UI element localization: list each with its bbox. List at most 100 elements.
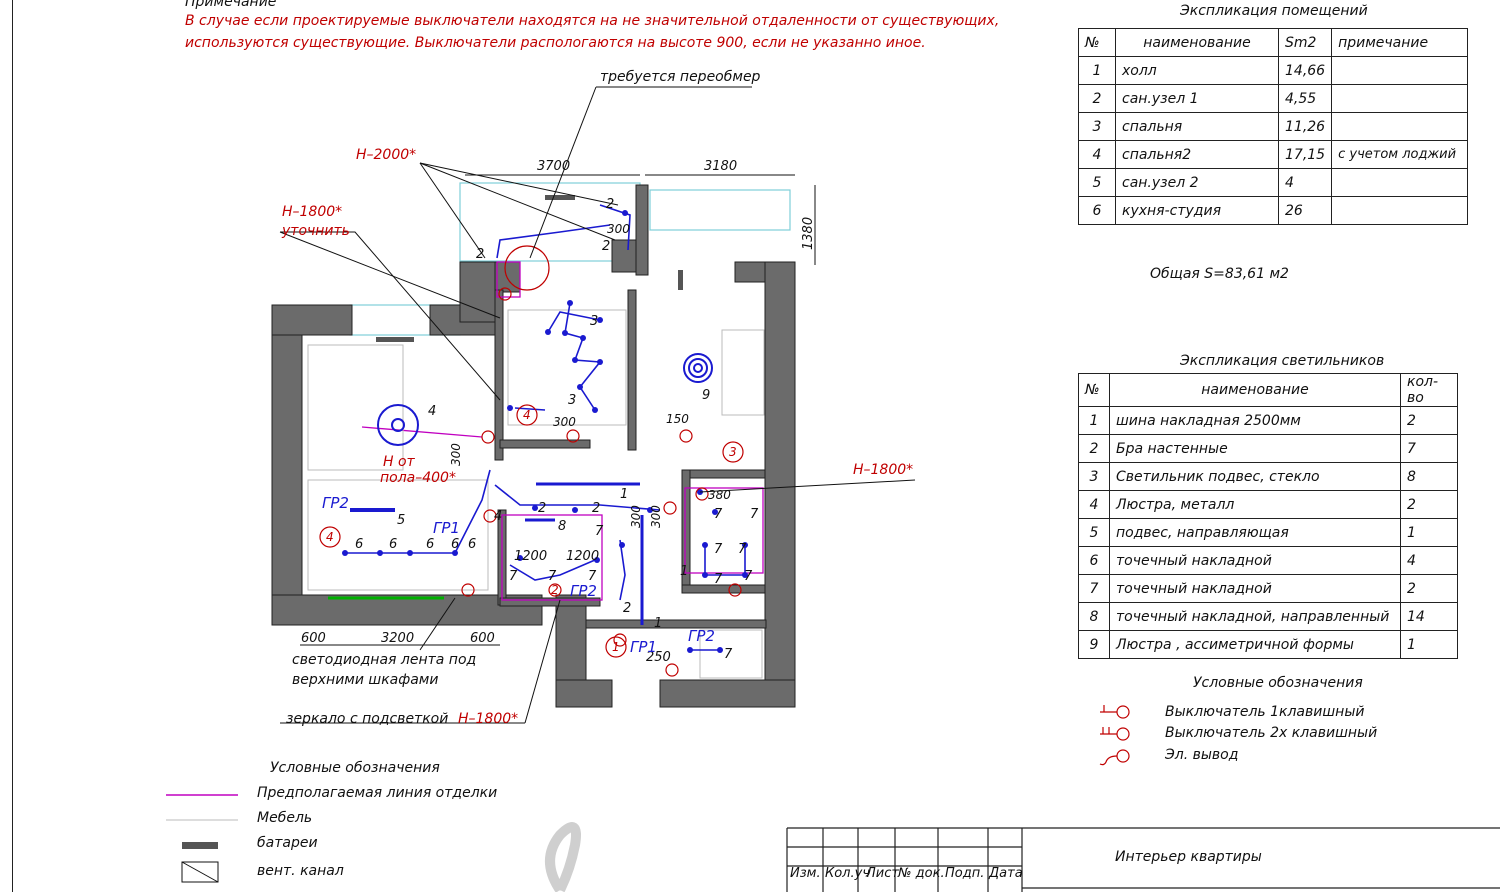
fixture-number: 6 [426,537,434,552]
switches [319,245,744,677]
notes-title: Примечание [185,0,277,10]
dim-3180: 3180 [704,159,737,174]
rooms-table-title: Экспликация помещений [1180,3,1368,19]
table-cell: 5 [1078,518,1110,547]
table-cell: точечный накладной [1109,546,1401,575]
tb-col-podp: Подп. [945,866,985,881]
fixtures-table-title: Экспликация светильников [1180,353,1385,369]
label-led-1: светодиодная лента под [292,652,476,668]
table-cell: сан.узел 1 [1115,84,1279,113]
fixture-number: 6 [468,537,476,552]
table-header: примечание [1331,28,1468,57]
dim-300-b: 300 [553,415,576,429]
label-gr1-b: ГР1 [630,638,657,656]
fixture-number: 1 [680,564,688,579]
table-cell: с учетом лоджий [1331,140,1468,169]
dim-300-c: 300 [449,443,463,466]
watermark [545,822,581,892]
label-utochnit: уточнить [281,223,350,239]
table-cell: 1 [1400,518,1458,547]
fixture-numbers: 2 2 2 3 3 4 9 5 6 6 6 6 6 2 8 7 7 7 7 7 … [355,197,759,662]
notes-line-2: используются существующие. Выключатели р… [185,35,926,51]
table-cell: 5 [1078,168,1116,197]
tb-col-list: Лист [866,866,899,881]
legend-left-title: Условные обозначения [270,760,440,776]
fixture-number: 2 [606,197,614,212]
legend-vent: вент. канал [257,863,344,879]
fixture-number: 6 [355,537,363,552]
table-cell: 8 [1400,462,1458,491]
dim-3700: 3700 [537,159,570,174]
fixture-number: 6 [451,537,459,552]
furniture [307,309,765,679]
fixture-number: 7 [548,569,557,584]
sheet-frame-left [12,0,13,892]
table-header: кол-во [1400,373,1458,407]
table-cell: 1 [1078,406,1110,435]
label-h1800-a: Н–1800* [282,204,342,220]
label-gr2-b: ГР2 [570,582,597,600]
dim-150: 150 [666,412,689,426]
dim-1200-a: 1200 [514,549,547,564]
table-cell: 2 [1078,434,1110,463]
fixture-number: 2 [623,601,631,616]
fixture-number: 7 [724,647,733,662]
tb-col-kolich: Кол.уч [825,866,870,881]
table-cell: подвес, направляющая [1109,518,1401,547]
room-number-1: 1 [612,640,620,654]
fixture-number: 7 [509,569,518,584]
fixture-number: 2 [476,247,484,262]
fixture-number: 7 [588,569,597,584]
fixture-number: 2 [592,501,600,516]
table-cell: спальня [1115,112,1279,141]
legend-outlet: Эл. вывод [1165,747,1239,763]
fixture-number: 7 [714,542,723,557]
fixture-number: 7 [714,572,723,587]
label-h-floor-2: пола–400* [380,470,456,486]
tb-col-doc: № док. [898,866,945,881]
dimension-lines [300,174,816,646]
table-cell [1331,84,1468,113]
table-cell: 11,26 [1277,112,1333,141]
title-block-grid [786,827,1500,892]
table-header: наименование [1109,373,1401,407]
table-cell: 2 [1400,490,1458,519]
table-cell: 1 [1078,56,1116,85]
wiring-points [342,210,748,653]
fixture-number: 3 [568,393,576,408]
room-number-4a: 4 [523,408,531,422]
legend-radiators: батареи [257,835,318,851]
legend-finish-line: Предполагаемая линия отделки [257,785,498,801]
fixture-number: 7 [714,507,723,522]
table-cell: 4,55 [1277,84,1333,113]
label-reobmer: требуется переобмер [600,69,761,85]
table-cell: 4 [1277,168,1333,197]
table-cell: 17,15 [1277,140,1333,169]
tb-col-izm: Изм. [790,866,821,881]
legend-symbols-left [166,794,238,883]
fixture-number: 7 [744,569,753,584]
fixture-number: 1 [654,616,662,631]
table-cell: сан.узел 2 [1115,168,1279,197]
notes-line-1: В случае если проектируемые выключатели … [185,13,1000,29]
dim-1380: 1380 [801,217,816,250]
label-gr2-c: ГР2 [688,627,715,645]
table-header-row: № наименование кол-во [1078,373,1458,407]
fixture-number: 4 [494,509,502,524]
dim-300-a: 300 [607,222,630,236]
table-cell: 6 [1078,546,1110,575]
table-cell: 3 [1078,462,1110,491]
table-cell: спальня2 [1115,140,1279,169]
chandelier-livingroom [377,404,419,446]
tb-col-date: Дата [989,866,1023,881]
table-cell: Светильник подвес, стекло [1109,462,1401,491]
